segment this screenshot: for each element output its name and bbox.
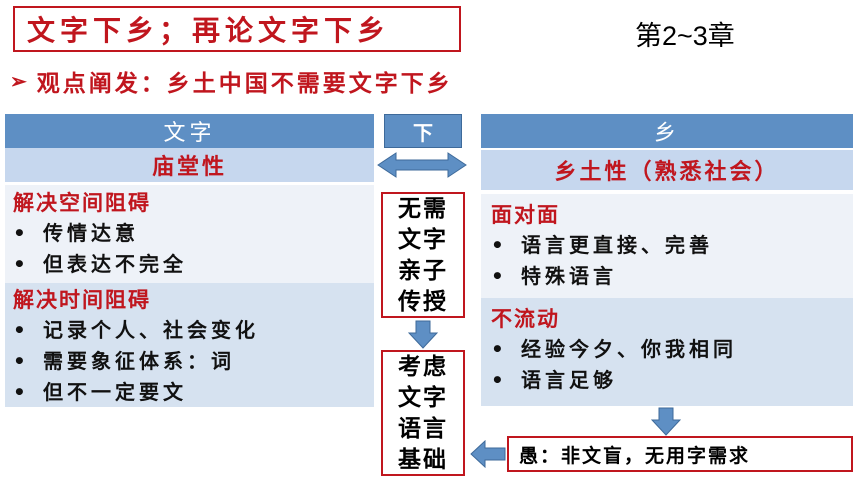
- list-item-text: 语言更直接、完善: [521, 233, 713, 257]
- consider-language-box: 考虑 文字 语言 基础: [381, 350, 465, 476]
- list-item-text: 语言足够: [521, 368, 617, 392]
- bullet-icon: •: [13, 349, 26, 373]
- bullet-icon: •: [13, 252, 26, 276]
- box-line: 考虑: [398, 353, 448, 380]
- subtitle-text: 观点阐发：乡土中国不需要文字下乡: [36, 70, 453, 97]
- box-line: 传授: [398, 288, 448, 315]
- subtitle: ➢ 观点阐发：乡土中国不需要文字下乡: [10, 64, 453, 98]
- bullet-icon: •: [13, 380, 26, 404]
- bullet-icon: •: [491, 233, 504, 257]
- page-title: 文字下乡；再论文字下乡: [13, 6, 461, 52]
- list-item: • 记录个人、社会变化: [13, 315, 374, 346]
- chapter-label: 第2~3章: [635, 21, 735, 51]
- right-section-static: 不流动 • 经验今夕、你我相同 • 语言足够: [481, 298, 853, 406]
- left-section-space: 解决空间阻碍 • 传情达意 • 但表达不完全: [5, 185, 374, 283]
- section-title: 解决时间阻碍: [13, 287, 151, 312]
- arrow-bullet-icon: ➢: [10, 69, 27, 93]
- box-line: 亲子: [398, 257, 448, 284]
- down-arrow-icon: [651, 407, 681, 436]
- list-item-text: 但表达不完全: [43, 252, 187, 276]
- box-line: 无需: [398, 195, 448, 222]
- list-item-text: 需要象征体系：词: [43, 349, 235, 373]
- left-header: 文字: [5, 114, 374, 148]
- left-subheader: 庙堂性: [5, 148, 374, 182]
- bullet-icon: •: [13, 318, 26, 342]
- right-subheader: 乡土性（熟悉社会）: [481, 150, 853, 190]
- bullet-icon: •: [13, 221, 26, 245]
- list-item: • 需要象征体系：词: [13, 346, 374, 377]
- list-item: • 但不一定要文: [13, 377, 374, 408]
- ignorance-note: 愚：非文盲，无用字需求: [507, 436, 853, 472]
- bullet-icon: •: [491, 368, 504, 392]
- double-arrow-icon: [377, 152, 467, 178]
- bullet-icon: •: [491, 264, 504, 288]
- box-line: 语言: [398, 415, 448, 442]
- left-section-time: 解决时间阻碍 • 记录个人、社会变化 • 需要象征体系：词 • 但不一定要文: [5, 283, 374, 407]
- list-item: • 传情达意: [13, 218, 374, 249]
- right-header: 乡: [481, 114, 853, 148]
- list-item-text: 经验今夕、你我相同: [521, 337, 737, 361]
- right-section-face: 面对面 • 语言更直接、完善 • 特殊语言: [481, 194, 853, 298]
- list-item: • 语言足够: [491, 365, 853, 396]
- box-line: 文字: [398, 384, 448, 411]
- down-arrow-icon: [408, 320, 438, 349]
- bullet-icon: •: [491, 337, 504, 361]
- no-text-needed-box: 无需 文字 亲子 传授: [381, 192, 465, 318]
- list-item: • 特殊语言: [491, 261, 853, 292]
- list-item: • 经验今夕、你我相同: [491, 334, 853, 365]
- section-title: 解决空间阻碍: [13, 190, 151, 215]
- list-item-text: 传情达意: [43, 221, 139, 245]
- list-item-text: 记录个人、社会变化: [43, 318, 259, 342]
- xia-label: 下: [384, 114, 462, 148]
- list-item: • 语言更直接、完善: [491, 230, 853, 261]
- list-item: • 但表达不完全: [13, 249, 374, 280]
- list-item-text: 特殊语言: [521, 264, 617, 288]
- section-title: 面对面: [491, 202, 560, 227]
- box-line: 文字: [398, 226, 448, 253]
- left-arrow-icon: [470, 440, 506, 468]
- section-title: 不流动: [491, 306, 560, 331]
- list-item-text: 但不一定要文: [43, 380, 187, 404]
- box-line: 基础: [398, 446, 448, 473]
